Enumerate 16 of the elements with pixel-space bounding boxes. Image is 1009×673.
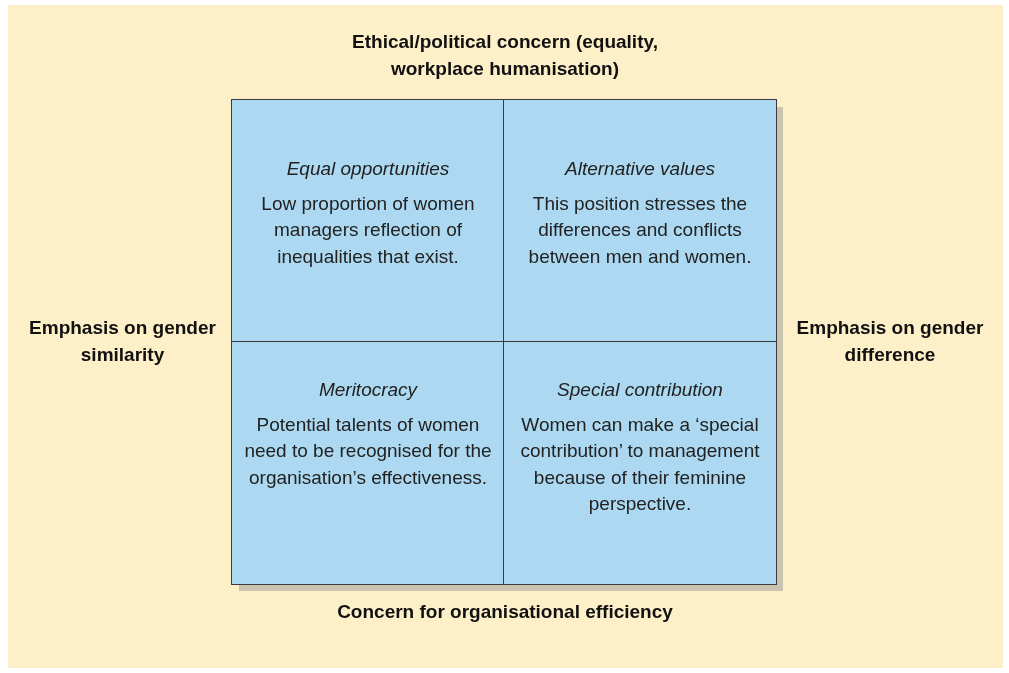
quadrant-heading: Alternative values xyxy=(563,157,716,181)
quadrant-box xyxy=(231,341,505,585)
quadrant-description: Potential talents of women need to be recognised for the organisation’s effectiveness. xyxy=(244,412,492,490)
quadrant-heading: Equal opportunities xyxy=(285,157,451,181)
axis-label: Emphasis on gender similarity xyxy=(28,316,217,367)
quadrant-box xyxy=(503,99,777,343)
axis-label: Emphasis on gender difference xyxy=(795,316,985,367)
quadrant-heading: Meritocracy xyxy=(317,378,419,402)
quadrant-description: This position stresses the differences and conflicts between men and women. xyxy=(527,191,753,269)
quadrant-description: Women can make a ‘special contribution’ to management because of their feminine perspective. xyxy=(519,412,761,516)
quadrant-box xyxy=(503,341,777,585)
quadrant-box xyxy=(231,99,505,343)
quadrant-heading: Special contribution xyxy=(556,378,724,402)
axis-label: Concern for organisational efficiency xyxy=(336,600,674,624)
axis-label: Ethical/political concern (equality, workplace humanisation) xyxy=(351,30,659,81)
quadrant-description: Low proportion of women managers reflection of inequalities that exist. xyxy=(260,191,476,269)
